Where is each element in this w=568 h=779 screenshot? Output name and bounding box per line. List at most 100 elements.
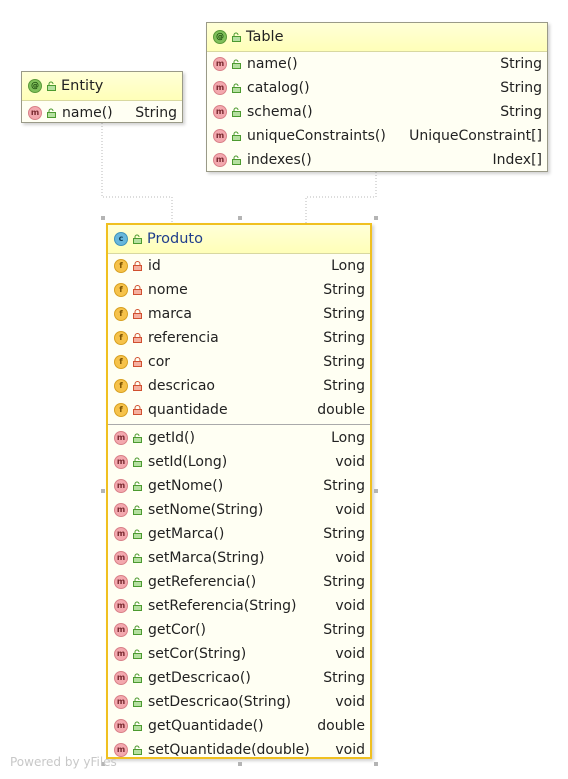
method-icon: m [114, 599, 128, 613]
public-visibility-icon [47, 81, 56, 91]
resize-handle-bottom-left[interactable] [101, 762, 105, 766]
field-icon: f [114, 403, 128, 417]
field-icon: f [114, 259, 128, 273]
resize-handle-top-left[interactable] [101, 216, 105, 220]
public-visibility-icon [133, 625, 142, 635]
member-type: String [323, 306, 365, 322]
public-visibility-icon [47, 108, 56, 118]
public-visibility-icon [232, 155, 241, 165]
method-icon: m [114, 551, 128, 565]
field-icon: f [114, 331, 128, 345]
private-visibility-icon [133, 309, 142, 319]
member-name: name() [62, 105, 113, 121]
member-name: setId(Long) [148, 454, 228, 470]
resize-handle-left[interactable] [101, 489, 105, 493]
member-type: String [323, 526, 365, 542]
resize-handle-bottom[interactable] [238, 762, 242, 766]
member-type: void [335, 454, 365, 470]
method-icon: m [114, 671, 128, 685]
resize-handle-top[interactable] [238, 216, 242, 220]
method-row[interactable]: m name() String [22, 101, 182, 125]
member-name: getMarca() [148, 526, 225, 542]
method-row[interactable]: m setId(Long) void [108, 450, 370, 474]
resize-handle-right[interactable] [374, 489, 378, 493]
method-icon: m [28, 106, 42, 120]
member-name: catalog() [247, 80, 310, 96]
member-name: name() [247, 56, 298, 72]
method-icon: m [213, 129, 227, 143]
private-visibility-icon [133, 357, 142, 367]
member-name: descricao [148, 378, 215, 394]
public-visibility-icon [133, 433, 142, 443]
method-icon: m [114, 455, 128, 469]
member-type: void [335, 502, 365, 518]
member-type: String [323, 478, 365, 494]
public-visibility-icon [133, 529, 142, 539]
member-name: uniqueConstraints() [247, 128, 386, 144]
member-type: void [335, 742, 365, 758]
public-visibility-icon [133, 553, 142, 563]
public-visibility-icon [133, 745, 142, 755]
member-name: getReferencia() [148, 574, 257, 590]
member-name: cor [148, 354, 171, 370]
member-type: Index[] [492, 152, 542, 168]
public-visibility-icon [133, 721, 142, 731]
field-icon: f [114, 283, 128, 297]
entity-connector [101, 123, 173, 224]
field-icon: f [114, 355, 128, 369]
method-icon: m [114, 503, 128, 517]
public-visibility-icon [133, 234, 142, 244]
member-name: getId() [148, 430, 195, 446]
member-type: void [335, 550, 365, 566]
member-name: getCor() [148, 622, 207, 638]
member-type: double [317, 718, 365, 734]
member-type: String [323, 330, 365, 346]
table-header: @ Table [207, 23, 547, 52]
public-visibility-icon [133, 649, 142, 659]
member-type: String [135, 105, 177, 121]
member-type: String [500, 56, 542, 72]
annotation-icon: @ [28, 79, 42, 93]
member-name: schema() [247, 104, 313, 120]
member-type: String [323, 670, 365, 686]
member-name: id [148, 258, 161, 274]
field-icon: f [114, 379, 128, 393]
members-divider [108, 424, 370, 425]
public-visibility-icon [232, 83, 241, 93]
resize-handle-top-right[interactable] [374, 216, 378, 220]
member-type: String [323, 622, 365, 638]
private-visibility-icon [133, 405, 142, 415]
member-type: String [500, 80, 542, 96]
annotation-icon: @ [213, 30, 227, 44]
member-name: marca [148, 306, 192, 322]
resize-handle-bottom-right[interactable] [374, 762, 378, 766]
